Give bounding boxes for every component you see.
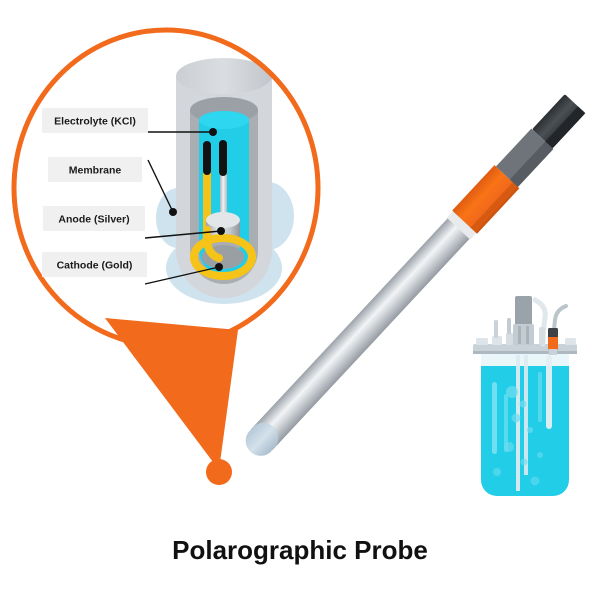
liquid-streak	[492, 382, 497, 454]
leader-anode	[144, 230, 222, 239]
callout-anode[interactable]: Anode (Silver)	[43, 206, 145, 231]
probe-ferrule	[549, 349, 557, 355]
liquid-streak	[504, 394, 508, 452]
probe-band	[548, 337, 558, 350]
leader-dot-cathode	[215, 263, 223, 271]
probe-connector	[548, 328, 558, 338]
bubble	[520, 458, 528, 466]
leader-dot-anode	[217, 227, 225, 235]
magnifier-ring	[11, 27, 321, 349]
probe-neck	[495, 128, 554, 188]
liquid-streak	[538, 372, 542, 422]
dip-tube	[516, 355, 520, 491]
bubble	[519, 400, 527, 408]
dip-tube	[524, 355, 528, 475]
agitator-motor	[515, 296, 532, 326]
port-fitting	[539, 327, 545, 345]
bubble	[504, 442, 514, 452]
probe-in-vessel-shaft	[546, 355, 552, 429]
bubble	[506, 386, 518, 398]
cathode-ring	[190, 234, 256, 280]
port-fitting	[476, 338, 488, 345]
bubble	[527, 427, 533, 433]
port-stem	[507, 318, 511, 334]
leader-dot-membrane	[169, 208, 177, 216]
probe-neck-shade	[509, 141, 554, 188]
leader-dot-electrolyte	[209, 128, 217, 136]
callout-box-electrolyte[interactable]	[42, 108, 148, 133]
probe-end-cap	[532, 94, 585, 148]
leader-membrane	[147, 159, 174, 213]
callout-label-membrane: Membrane	[69, 164, 122, 176]
figure-title: Polarographic Probe	[172, 535, 428, 565]
port-fitting	[492, 336, 502, 345]
cathode-lead	[202, 226, 223, 262]
bubble	[537, 452, 543, 458]
port-fitting	[506, 333, 513, 345]
electrode-rod-right	[220, 170, 227, 218]
probe-tip-dome	[248, 422, 279, 453]
callout-membrane[interactable]: Membrane	[48, 157, 142, 182]
probe-cap-shade	[545, 106, 586, 149]
callout-box-cathode[interactable]	[42, 252, 147, 277]
bioreactor-vessel	[473, 296, 577, 496]
anode-top	[206, 212, 240, 228]
shell-top-dome	[176, 58, 272, 94]
leader-cathode	[144, 266, 220, 285]
port-stem	[494, 320, 498, 338]
callout-label-cathode: Cathode (Gold)	[57, 259, 133, 271]
callout-label-electrolyte: Electrolyte (KCl)	[54, 115, 136, 127]
probe-band-shadow	[470, 182, 516, 231]
motor-detail	[526, 326, 529, 344]
magnifier-cone	[105, 318, 238, 485]
vessel-head-fittings	[476, 296, 576, 355]
callout-leaders	[144, 128, 225, 285]
callout-electrolyte[interactable]: Electrolyte (KCl)	[42, 108, 148, 133]
bubble	[493, 468, 501, 476]
electrode-tip-left	[203, 141, 211, 175]
probe-assembly	[245, 94, 586, 456]
probe-orange-band	[452, 165, 520, 234]
electrode-tip-right	[219, 140, 227, 176]
headplate-shadow	[473, 351, 577, 354]
bubble	[511, 413, 521, 423]
motor-detail	[518, 326, 521, 344]
callout-label-anode: Anode (Silver)	[58, 213, 129, 225]
electrolyte-surface	[199, 111, 249, 129]
probe-shaft	[250, 211, 476, 451]
probe-white-stripe	[446, 211, 477, 240]
vessel-liquid-group	[481, 355, 569, 496]
port-fitting	[565, 338, 576, 345]
callout-box-anode[interactable]	[43, 206, 145, 231]
motor-coupling	[513, 324, 534, 345]
callout-cathode[interactable]: Cathode (Gold)	[42, 252, 147, 277]
bubble	[530, 476, 540, 486]
callout-box-membrane[interactable]	[48, 157, 142, 182]
